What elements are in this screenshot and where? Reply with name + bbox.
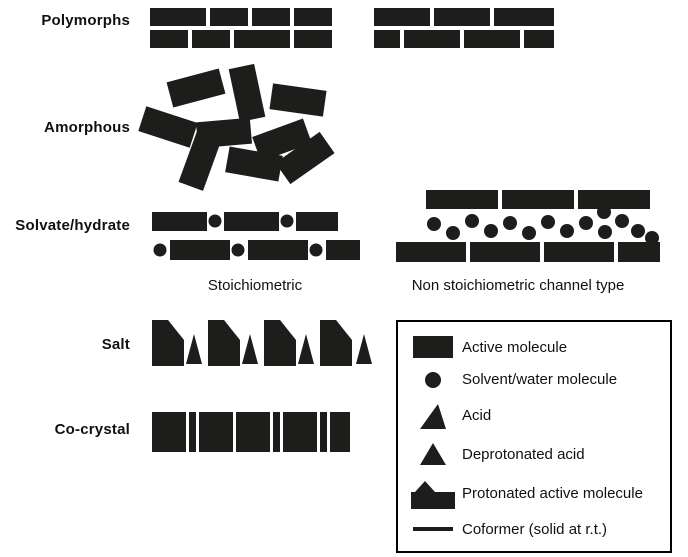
legend-item-label: Acid — [462, 407, 492, 425]
row-label-solvate-hydrate: Solvate/hydrate — [15, 217, 130, 234]
non-stoichiometric-solvate-pattern — [396, 190, 660, 262]
polymorphs-right-pattern — [374, 8, 554, 48]
salt-pattern — [152, 320, 372, 366]
legend-item-label: Protonated active molecule — [462, 485, 643, 503]
acid-icon — [404, 401, 462, 431]
caption-stoichiometric: Stoichiometric — [207, 277, 303, 294]
legend-item-label: Active molecule — [462, 338, 568, 356]
legend-item-acid: Acid — [404, 401, 664, 431]
protonated-active-molecule-icon — [404, 478, 462, 510]
legend-item-deprotonated-acid: Deprotonated acid — [404, 441, 664, 467]
legend-box: Active molecule Solvent/water molecule A… — [396, 320, 672, 553]
legend-item-solvent-water: Solvent/water molecule — [404, 370, 664, 390]
legend-item-label: Solvent/water molecule — [462, 371, 618, 389]
legend-item-label: Coformer (solid at r.t.) — [462, 520, 608, 538]
caption-non-stoichiometric: Non stoichiometric channel type — [411, 277, 625, 294]
row-label-salt: Salt — [101, 336, 130, 353]
legend-item-protonated-active-molecule: Protonated active molecule — [404, 478, 664, 510]
deprotonated-acid-icon — [404, 441, 462, 467]
row-label-co-crystal: Co-crystal — [54, 421, 130, 438]
legend-item-active-molecule: Active molecule — [404, 335, 664, 359]
active-molecule-icon — [404, 335, 462, 359]
polymorphs-left-pattern — [150, 8, 332, 48]
row-label-amorphous: Amorphous — [44, 119, 130, 136]
stoichiometric-solvate-pattern — [152, 212, 360, 260]
legend-item-coformer: Coformer (solid at r.t.) — [404, 521, 664, 538]
amorphous-cluster — [138, 63, 335, 191]
row-label-polymorphs: Polymorphs — [41, 12, 130, 29]
legend-item-label: Deprotonated acid — [462, 445, 585, 463]
coformer-icon — [404, 525, 462, 533]
solvent-water-molecule-icon — [404, 370, 462, 390]
co-crystal-pattern — [152, 412, 350, 452]
